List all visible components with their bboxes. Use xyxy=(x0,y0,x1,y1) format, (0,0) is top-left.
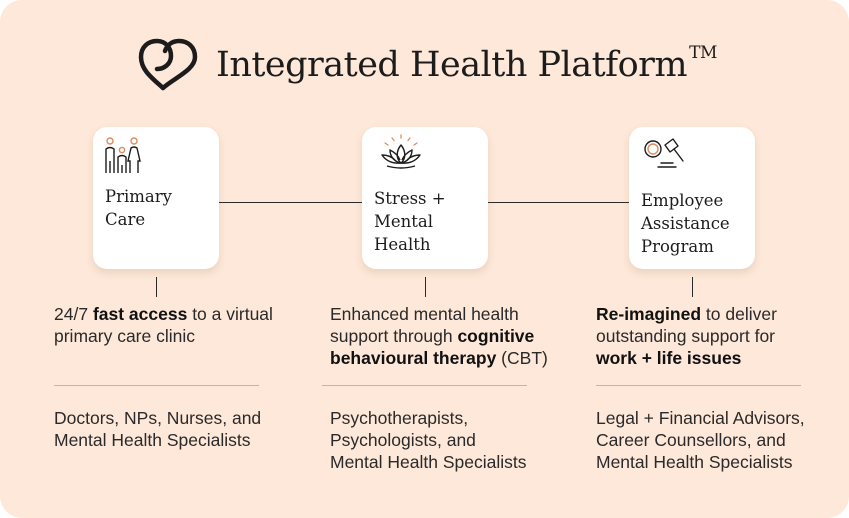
description-emphasis: cognitive behavioural therapy xyxy=(330,326,535,368)
description-text: 24/7 xyxy=(54,304,93,324)
description-text: to a virtual primary care clinic xyxy=(54,304,273,346)
card-stress-mental-health: Stress + Mental Health xyxy=(362,127,488,269)
connector-tick-2 xyxy=(425,277,426,297)
staff-primary-care: Doctors, NPs, Nurses, and Mental Health … xyxy=(54,408,262,450)
card-title: Stress + Mental Health xyxy=(374,189,446,254)
lotus-icon xyxy=(381,134,421,169)
connector-tick-3 xyxy=(692,277,693,297)
description-text: (CBT) xyxy=(496,348,548,368)
connector-line-1 xyxy=(219,202,363,203)
separator-1 xyxy=(54,385,259,386)
family-people-icon xyxy=(105,137,141,173)
description-emphasis: Re-imagined xyxy=(596,304,702,324)
description-stress-mental-health: Enhanced mental health support through c… xyxy=(330,303,570,369)
description-text: Enhanced mental health support through xyxy=(330,304,519,346)
description-employee-assistance: Re-imagined to deliver outstanding suppo… xyxy=(596,303,811,369)
card-employee-assistance: Employee Assistance Program xyxy=(629,127,755,269)
description-text: to deliver outstanding support for xyxy=(596,304,777,346)
card-title: Employee Assistance Program xyxy=(641,191,730,256)
trademark-symbol: TM xyxy=(689,43,717,63)
card-primary-care: Primary Care xyxy=(93,127,219,269)
separator-3 xyxy=(596,385,801,386)
connector-line-2 xyxy=(487,202,630,203)
description-emphasis: work + life issues xyxy=(596,348,742,368)
staff-employee-assistance: Legal + Financial Advisors, Career Couns… xyxy=(596,408,805,472)
coin-gavel-icon xyxy=(644,138,684,168)
card-title: Primary Care xyxy=(105,187,172,229)
heart-outline-icon xyxy=(138,38,198,91)
description-emphasis: fast access xyxy=(92,304,188,324)
staff-stress-mental-health: Psychotherapists, Psychologists, and Men… xyxy=(330,408,527,472)
connector-tick-1 xyxy=(156,277,157,297)
description-primary-care: 24/7 fast access to a virtual primary ca… xyxy=(54,303,284,347)
separator-2 xyxy=(322,385,527,386)
